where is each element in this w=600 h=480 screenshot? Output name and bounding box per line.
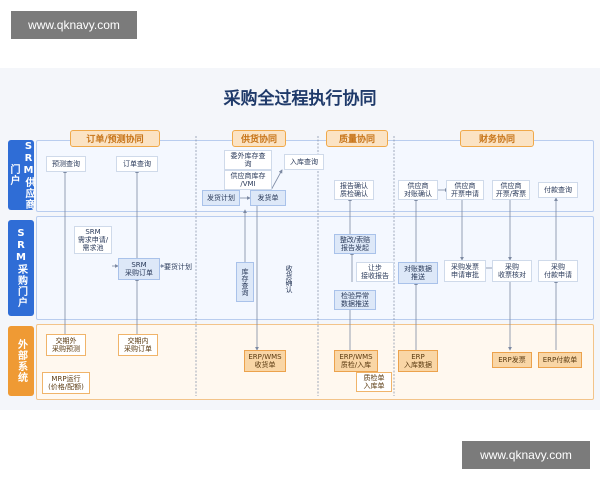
node-consign-query[interactable]: 委外库存查 询 (224, 150, 272, 170)
node-receipt-confirm: 收货确认 (285, 265, 293, 293)
lane-srm-supplier (36, 140, 594, 212)
node-reconcile-push[interactable]: 对账数据 推送 (398, 262, 438, 284)
node-report-confirm[interactable]: 报告确认 质检确认 (334, 180, 374, 200)
node-erp-invoice[interactable]: ERP发票 (492, 352, 532, 368)
watermark-top: www.qknavy.com (11, 11, 137, 39)
node-purchase-pay[interactable]: 采购 付款申请 (538, 260, 578, 282)
node-inspect-push[interactable]: 检验异常 数据推送 (334, 290, 376, 310)
node-demand-plan: 要货计划 (164, 263, 192, 271)
section-quality: 质量协同 (326, 130, 388, 147)
node-supplier-reconcile[interactable]: 供应商 对账确认 (398, 180, 438, 200)
node-improve[interactable]: 让步 接收报告 (356, 262, 394, 282)
node-supplier-issue[interactable]: 供应商 开票/寄票 (492, 180, 530, 200)
lane-label-srm-purchase: SRM采购门户 (8, 220, 34, 316)
node-ext-forecast[interactable]: 交期外 采购预测 (46, 334, 86, 356)
node-ship-plan[interactable]: 发货计划 (202, 190, 240, 206)
node-erp-payment[interactable]: ERP付款单 (538, 352, 582, 368)
node-erp-inbound[interactable]: ERP 入库数据 (398, 350, 438, 372)
node-forecast-query[interactable]: 预测查询 (46, 156, 86, 172)
watermark-bottom: www.qknavy.com (462, 441, 590, 469)
node-ship-order[interactable]: 发货单 (250, 190, 286, 206)
node-srm-order[interactable]: SRM 采购订单 (118, 258, 160, 280)
node-erp-wms-quality[interactable]: ERP/WMS 质检/入库 (334, 350, 378, 372)
node-inspect-inbound[interactable]: 质检单 入库单 (356, 372, 392, 392)
lane-label-srm-supplier: SRM供应商门户 (8, 140, 34, 210)
node-rectify[interactable]: 整改/索赔 报告发起 (334, 234, 376, 254)
node-erp-wms-receipt[interactable]: ERP/WMS 收货单 (244, 350, 286, 372)
section-order: 订单/预测协同 (70, 130, 160, 147)
node-payment-query[interactable]: 付款查询 (538, 182, 578, 198)
node-supplier-invoice[interactable]: 供应商 开票申请 (446, 180, 484, 200)
node-stock-query[interactable]: 库存查询 (236, 262, 254, 302)
diagram-title: 采购全过程执行协同 (223, 89, 377, 109)
node-purchase-receive[interactable]: 采购 收票核对 (492, 260, 532, 282)
node-inbound-query[interactable]: 入库查询 (284, 154, 324, 170)
section-supply: 供货协同 (232, 130, 286, 147)
node-purchase-invoice[interactable]: 采购发票 申请审批 (444, 260, 486, 282)
node-mrp[interactable]: MRP运行 (价格/配额) (42, 372, 90, 394)
node-srm-request[interactable]: SRM 需求申请/ 需求池 (74, 226, 112, 254)
section-finance: 财务协同 (460, 130, 534, 147)
lane-label-external: 外部系统 (8, 326, 34, 396)
node-supplier-stock[interactable]: 供应商库存 /VMI (224, 170, 272, 190)
node-order-query[interactable]: 订单查询 (116, 156, 158, 172)
node-ext-order[interactable]: 交期内 采购订单 (118, 334, 158, 356)
